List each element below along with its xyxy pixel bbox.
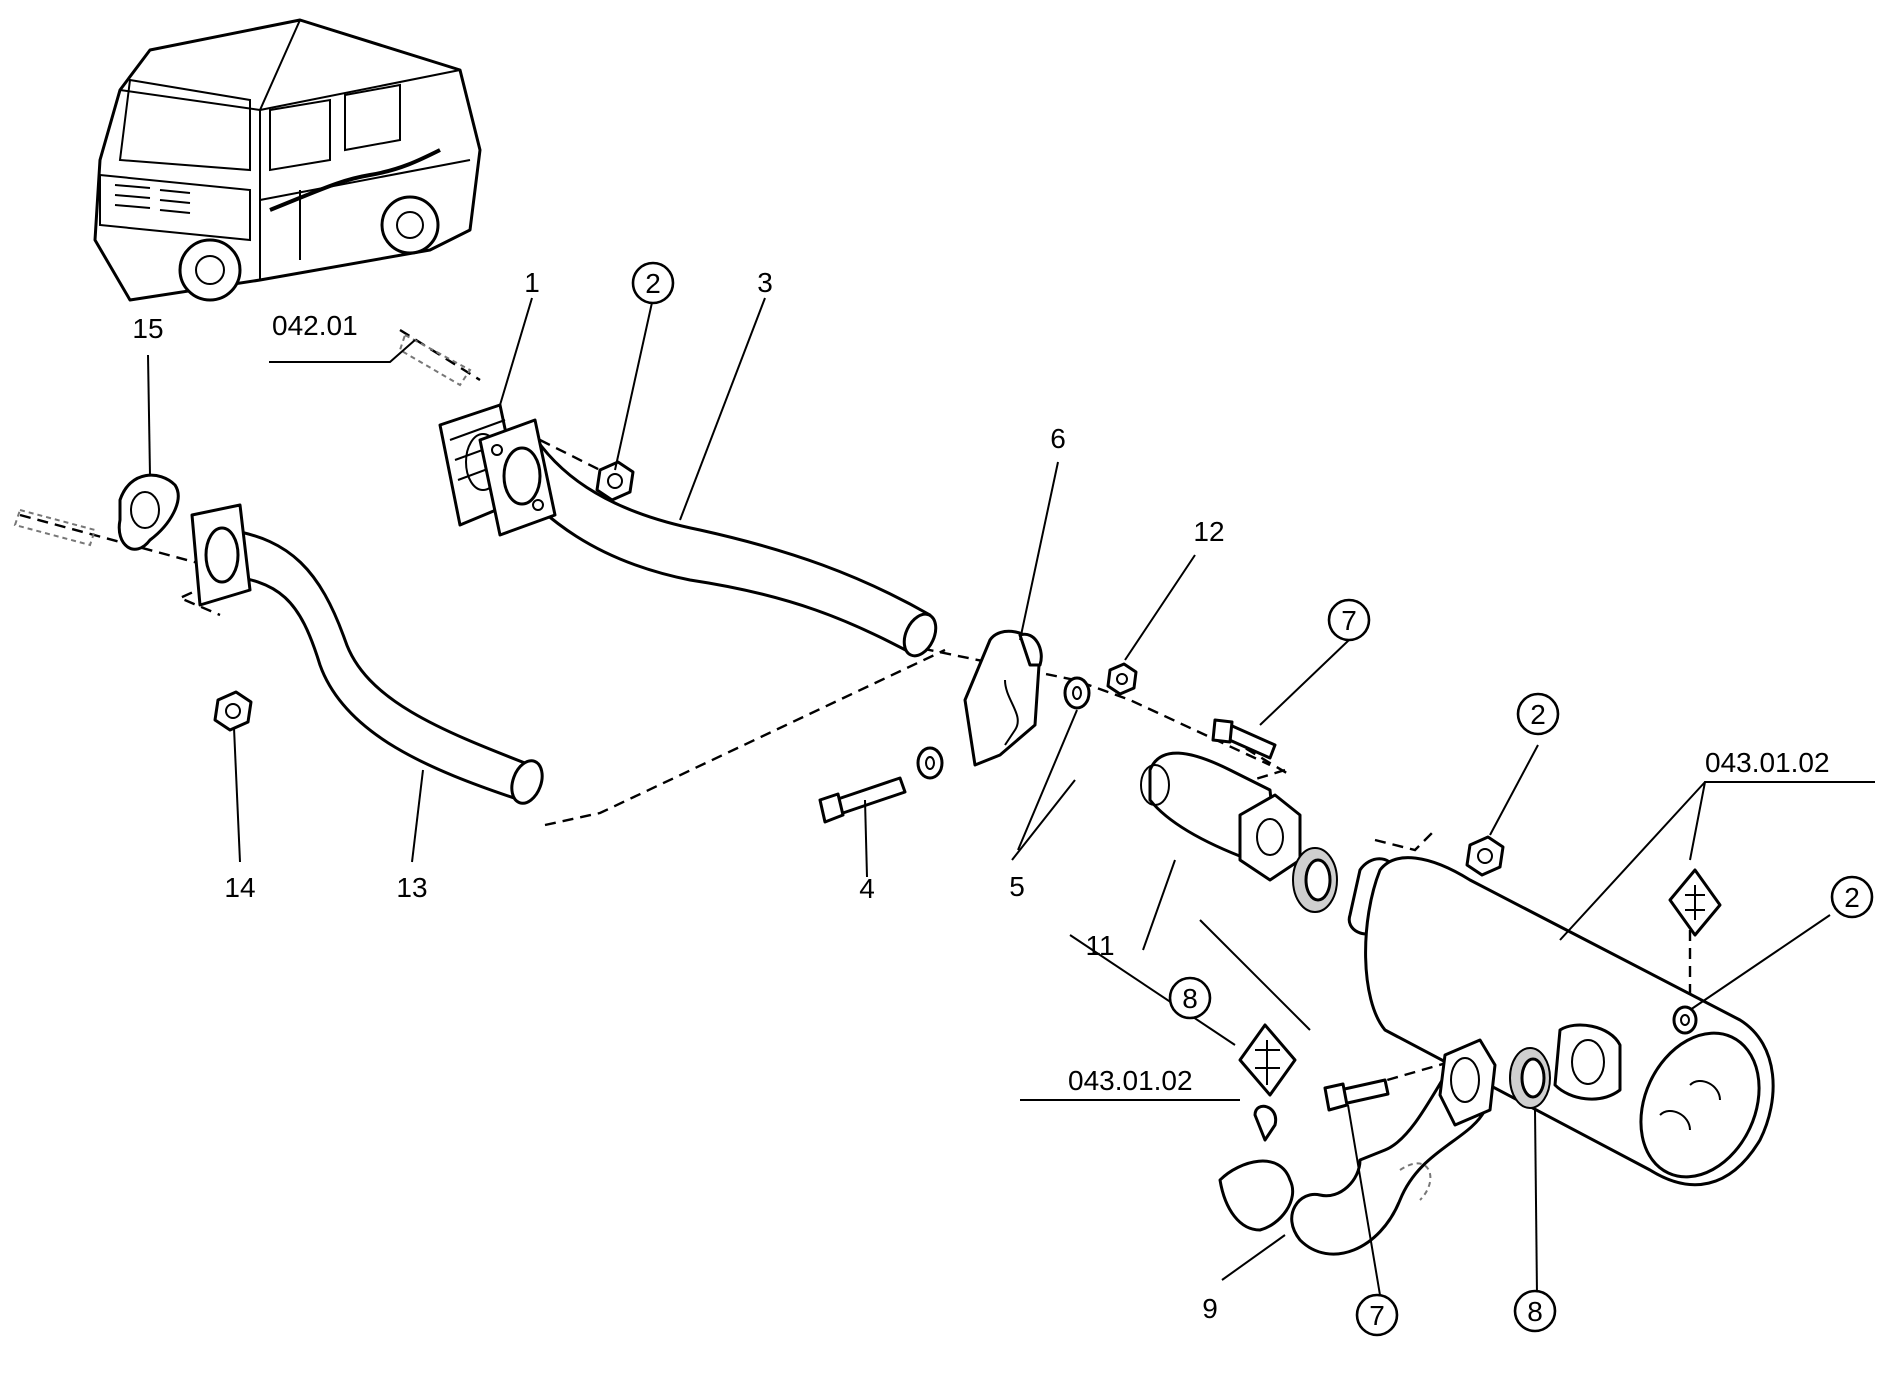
callout-2-circle-b [1516, 692, 1560, 736]
callout-2b: 2 [1530, 699, 1546, 730]
callout-3: 3 [757, 267, 773, 298]
callout-2-circle-a [631, 261, 675, 305]
part-3-front-pipe [478, 418, 938, 658]
callout-8b: 8 [1527, 1296, 1543, 1327]
callout-12: 12 [1193, 516, 1224, 547]
ref-hanger-left-label: 043.01.02 [1068, 1065, 1193, 1096]
muffler-flange [1553, 1023, 1622, 1101]
callout-6: 6 [1050, 423, 1066, 454]
callout-4: 4 [859, 873, 875, 904]
part-13-rear-pipe [190, 503, 544, 805]
callout-1: 1 [524, 267, 540, 298]
callout-11: 11 [1085, 930, 1114, 961]
part-14-nut [213, 690, 253, 732]
callout-8-circle-a [1168, 976, 1212, 1020]
callout-8a: 8 [1182, 983, 1198, 1014]
part-2-nut-lower [1672, 1005, 1698, 1035]
callout-5: 5 [1009, 871, 1025, 902]
part-5-washers [916, 676, 1091, 780]
callout-7-circle-a [1327, 598, 1371, 642]
callout-9: 9 [1202, 1293, 1218, 1324]
callout-14: 14 [224, 872, 255, 903]
callout-8-circle-b [1513, 1289, 1557, 1333]
part-7-bolt-upper [1211, 718, 1277, 760]
ref-engine-label: 042.01 [272, 310, 358, 341]
callout-2a: 2 [645, 268, 661, 299]
part-8-ring-lower [1509, 1047, 1551, 1109]
callout-7-circle-b [1355, 1293, 1399, 1337]
part-6-clamp [963, 629, 1043, 767]
part-12-nut [1106, 662, 1138, 696]
part-11-adapter [1140, 751, 1302, 882]
part-7-bolt-lower [1323, 1078, 1390, 1112]
callout-7a: 7 [1341, 605, 1357, 636]
part-2-nut-upper [595, 460, 635, 502]
part-4-bolt [818, 776, 907, 824]
callout-15: 15 [132, 313, 163, 344]
part-9-tailpipe [1218, 1038, 1497, 1256]
callout-7b: 7 [1369, 1300, 1385, 1331]
ref-hanger-right-label: 043.01.02 [1705, 747, 1830, 778]
part-2-nut-muffler [1465, 835, 1505, 877]
engine-stud-part [13, 333, 472, 547]
callout-2-circle-c [1830, 875, 1874, 919]
callout-13: 13 [396, 872, 427, 903]
hanger-upper [1668, 868, 1722, 937]
hanger-lower [1238, 1023, 1297, 1142]
muffler [1364, 856, 1775, 1187]
leader-lines [147, 297, 1875, 1296]
vehicle-illustration [93, 18, 482, 302]
callout-2c: 2 [1844, 882, 1860, 913]
part-15-gasket [117, 473, 180, 551]
